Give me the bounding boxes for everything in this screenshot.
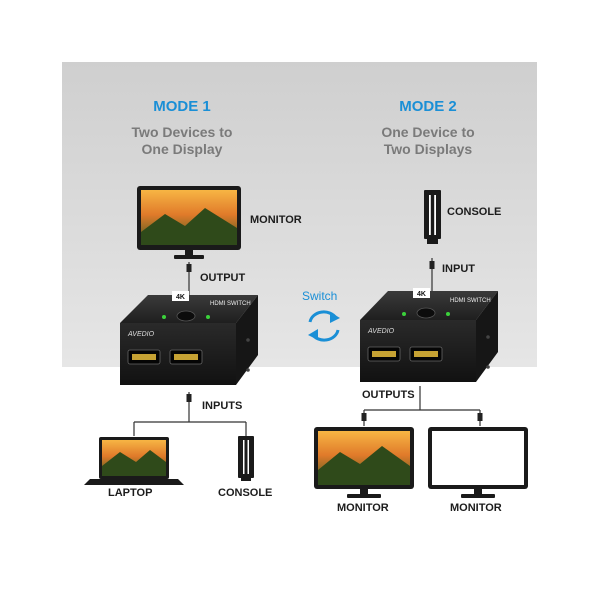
mode1-console-icon <box>238 436 254 481</box>
mode1-model-text: HDMI SWITCH <box>210 301 251 307</box>
mode2-console-icon <box>424 190 441 244</box>
laptop-icon <box>84 437 184 485</box>
mode1-subtitle-line1: Two Devices to <box>131 124 233 140</box>
switch-label: Switch <box>302 289 338 303</box>
mode2-input-label: INPUT <box>442 263 475 275</box>
mode1-switch-device: 4K HDMI SWITCH AVEDIO <box>120 291 258 385</box>
mode2-4k-badge: 4K <box>417 291 426 298</box>
mode2-monitor-right-icon <box>428 427 528 498</box>
mode2-monitor-left-icon <box>314 427 414 498</box>
laptop-label: LAPTOP <box>108 487 153 499</box>
mode1-title: MODE 1 <box>153 98 211 115</box>
mode2-console-label: CONSOLE <box>447 206 502 218</box>
mode1-inputs-label: INPUTS <box>202 400 243 412</box>
mode2-output-plug-left-icon <box>361 413 367 421</box>
mode2-title: MODE 2 <box>399 98 457 115</box>
mode2-monitor-left-label: MONITOR <box>337 502 389 514</box>
mode1-brand-text: AVEDIO <box>127 331 155 338</box>
switch-arrowhead-top <box>330 312 340 323</box>
mode2-subtitle-line2: Two Displays <box>383 141 473 157</box>
mode1-output-plug-icon <box>186 264 192 272</box>
mode1-monitor-label: MONITOR <box>250 214 302 226</box>
mode2-subtitle-line1: One Device to <box>381 124 475 140</box>
mode2-monitor-right-label: MONITOR <box>450 502 502 514</box>
mode2-output-plug-right-icon <box>477 413 483 421</box>
mode1-console-label: CONSOLE <box>218 487 273 499</box>
mode1-input-plug-icon <box>186 394 192 402</box>
mode1-subtitle-line2: One Display <box>141 141 223 157</box>
mode2-input-plug-icon <box>429 261 435 269</box>
mode2-switch-device: 4K HDMI SWITCH AVEDIO <box>360 288 498 382</box>
mode1-output-label: OUTPUT <box>200 272 246 284</box>
mode2-brand-text: AVEDIO <box>367 328 395 335</box>
mode1-4k-badge: 4K <box>176 294 185 301</box>
mode1-monitor-icon <box>137 186 241 259</box>
switch-arrowhead-bottom <box>308 329 318 340</box>
mode2-outputs-label: OUTPUTS <box>362 389 415 401</box>
mode2-model-text: HDMI SWITCH <box>450 298 491 304</box>
